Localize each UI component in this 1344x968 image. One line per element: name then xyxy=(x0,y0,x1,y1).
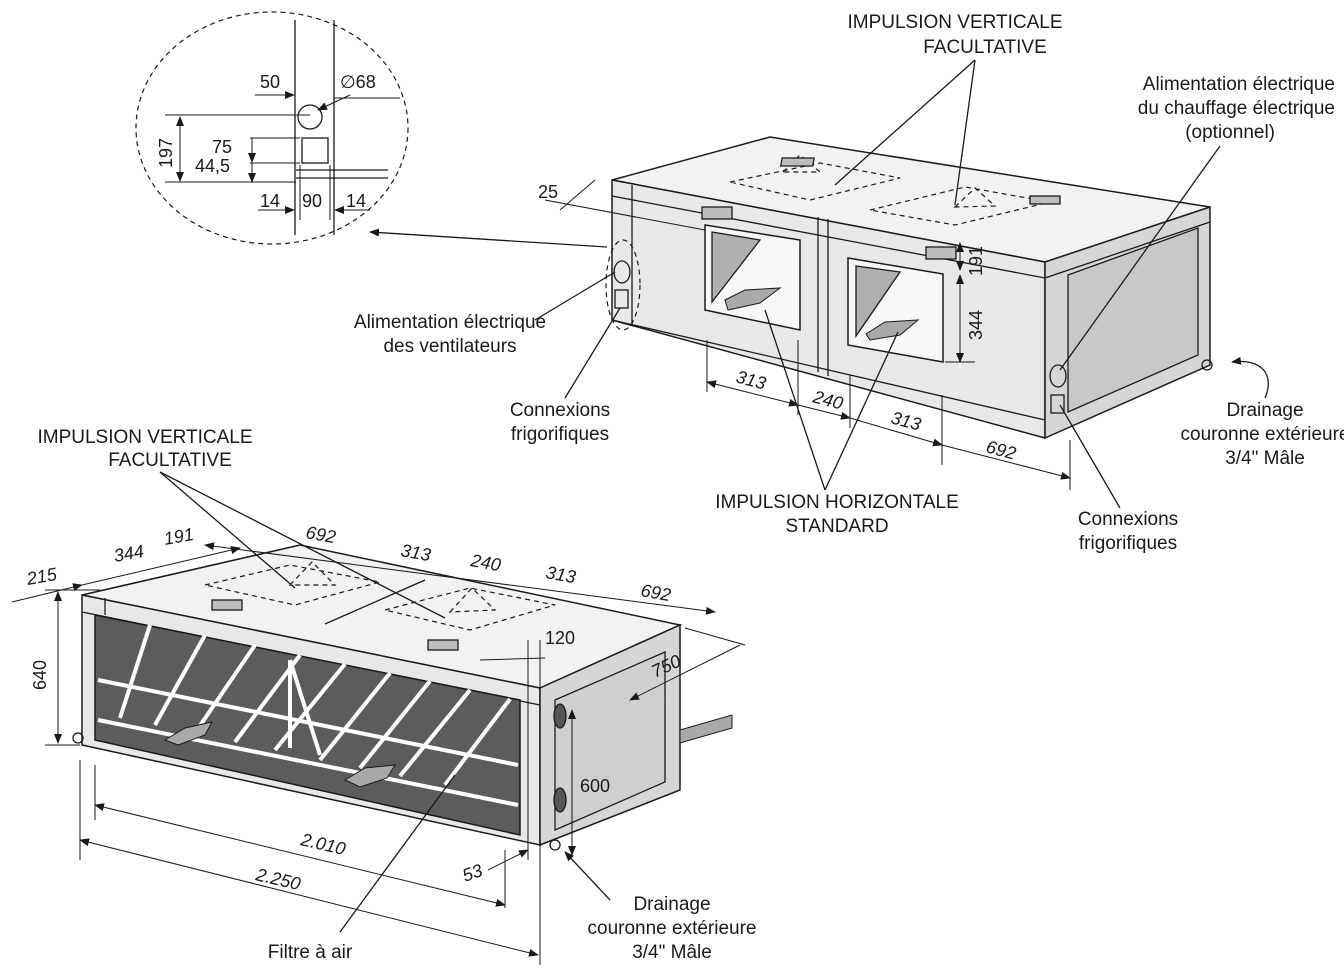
detail-dim-50: 50 xyxy=(260,72,280,92)
label-connexions-top-1: Connexions xyxy=(510,400,610,421)
label-alim-chauffage-3: (optionnel) xyxy=(1185,122,1275,143)
label-drainage-top-1: Drainage xyxy=(1226,400,1303,421)
detail-dim-75: 75 xyxy=(212,137,232,157)
bottom-dim-120: 120 xyxy=(545,628,575,648)
detail-dim-90: 90 xyxy=(302,191,322,211)
top-dim-692: 692 xyxy=(984,437,1018,464)
label-drainage-bottom-2: couronne extérieure xyxy=(588,918,757,939)
bottom-unit-labels: IMPULSION VERTICALE FACULTATIVE Drainage… xyxy=(37,427,756,963)
label-impulsion-horizontale-1: IMPULSION HORIZONTALE xyxy=(715,492,959,513)
label-drainage-top-2: couronne extérieure xyxy=(1181,424,1344,445)
detail-callout: 50 ∅68 197 75 44,5 14 90 14 xyxy=(135,11,409,245)
top-dim-313a: 313 xyxy=(734,367,768,394)
top-unit-dimensions: 25 191 344 313 240 313 692 xyxy=(538,179,1071,490)
bottom-dim-240: 240 xyxy=(468,550,502,575)
bottom-dim-692b: 692 xyxy=(639,580,672,605)
top-dim-344: 344 xyxy=(966,310,986,340)
detail-dim-197: 197 xyxy=(156,138,176,168)
bottom-unit xyxy=(72,544,733,851)
detail-dim-14-left: 14 xyxy=(260,191,280,211)
detail-dim-diameter: ∅68 xyxy=(340,72,376,92)
bottom-dim-640: 640 xyxy=(30,660,50,690)
label-impulsion-verticale-top-1: IMPULSION VERTICALE xyxy=(847,12,1062,33)
top-dim-25: 25 xyxy=(538,182,558,202)
bottom-dim-2010: 2.010 xyxy=(298,829,347,859)
bottom-dim-313a: 313 xyxy=(399,540,432,565)
label-impulsion-horizontale-2: STANDARD xyxy=(785,516,888,537)
label-drainage-bottom-1: Drainage xyxy=(633,894,710,915)
top-dim-191: 191 xyxy=(966,246,986,276)
filter-grid xyxy=(97,624,519,807)
label-impulsion-verticale-top-2: FACULTATIVE xyxy=(923,37,1047,58)
bottom-dim-53: 53 xyxy=(460,860,486,886)
bottom-dim-313b: 313 xyxy=(544,562,577,587)
label-impulsion-verticale-left-1: IMPULSION VERTICALE xyxy=(37,427,252,448)
detail-dim-44-5: 44,5 xyxy=(195,156,230,176)
label-impulsion-verticale-left-2: FACULTATIVE xyxy=(108,450,232,471)
label-connexions-right-2: frigorifiques xyxy=(1079,533,1177,554)
bottom-dim-191: 191 xyxy=(162,524,195,549)
label-filtre: Filtre à air xyxy=(268,942,353,963)
label-alim-ventilateurs-2: des ventilateurs xyxy=(383,336,516,357)
bottom-dim-692a: 692 xyxy=(304,522,337,547)
label-connexions-top-2: frigorifiques xyxy=(511,424,609,445)
bottom-dim-344: 344 xyxy=(112,541,145,566)
label-alim-chauffage-2: du chauffage électrique xyxy=(1138,98,1335,119)
top-unit-labels: IMPULSION VERTICALE FACULTATIVE Alimenta… xyxy=(354,12,1344,554)
label-drainage-bottom-3: 3/4" Mâle xyxy=(632,942,712,963)
bottom-dim-600: 600 xyxy=(580,776,610,796)
detail-pointer-arrow xyxy=(369,228,608,248)
label-alim-ventilateurs-1: Alimentation électrique xyxy=(354,312,546,333)
label-drainage-top-3: 3/4" Mâle xyxy=(1225,448,1305,469)
bottom-dim-215: 215 xyxy=(24,564,59,589)
label-alim-chauffage-1: Alimentation électrique xyxy=(1143,74,1335,95)
detail-dim-14-right: 14 xyxy=(346,191,366,211)
top-unit xyxy=(605,136,1213,440)
label-connexions-right-1: Connexions xyxy=(1078,509,1178,530)
